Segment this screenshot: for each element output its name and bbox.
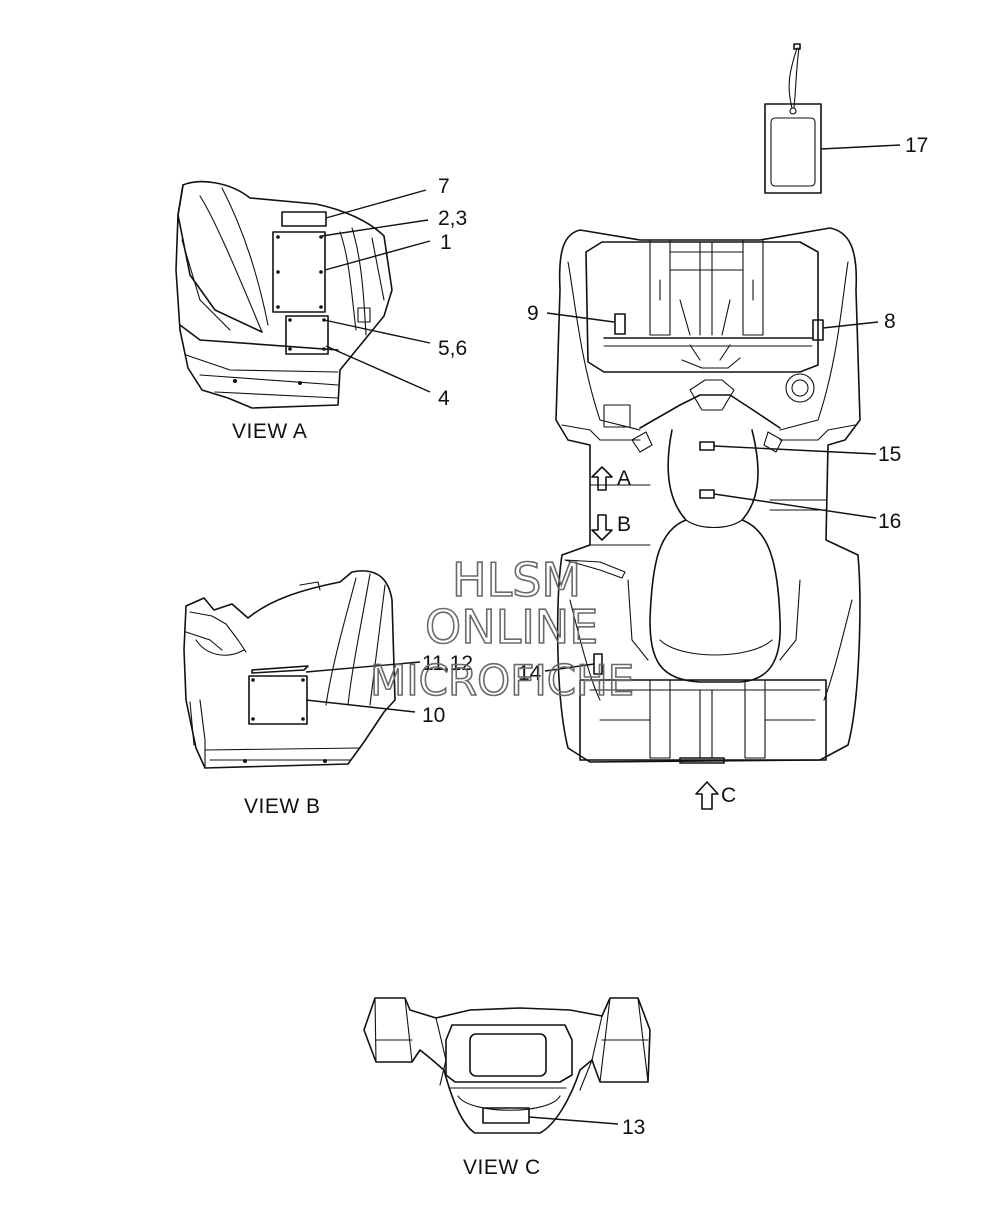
label-13 xyxy=(482,1107,530,1124)
hang-tag-17 xyxy=(764,43,901,194)
watermark: HLSM ONLINE MICROFICHE xyxy=(369,552,635,706)
callout-13: 13 xyxy=(622,1116,645,1139)
label-15 xyxy=(699,441,715,451)
callout-15: 15 xyxy=(878,443,901,466)
callout-11-12: 11,12 xyxy=(422,652,473,675)
label-11-12 xyxy=(251,665,309,674)
callout-16: 16 xyxy=(878,510,901,533)
callout-1: 1 xyxy=(440,231,452,254)
view-b-caption: VIEW B xyxy=(244,795,321,818)
atv-top-view xyxy=(544,227,879,764)
label-7 xyxy=(281,211,327,227)
callout-10: 10 xyxy=(422,704,445,727)
label-10 xyxy=(248,675,308,725)
arrow-down-b-icon xyxy=(591,514,613,541)
label-4 xyxy=(285,315,329,355)
callout-4: 4 xyxy=(438,387,450,410)
label-16 xyxy=(699,489,715,499)
view-a-drawing xyxy=(175,180,431,409)
callout-7: 7 xyxy=(438,175,450,198)
callout-2-3: 2,3 xyxy=(438,207,467,230)
label-8 xyxy=(812,319,824,341)
arrow-up-c-icon xyxy=(695,781,719,810)
callout-17: 17 xyxy=(905,134,928,157)
view-c-drawing xyxy=(363,997,651,1134)
callout-14: 14 xyxy=(518,662,542,685)
view-b-drawing xyxy=(183,570,421,769)
direction-a: A xyxy=(617,467,631,490)
callout-8: 8 xyxy=(884,310,896,333)
view-c-caption: VIEW C xyxy=(463,1156,541,1179)
watermark-line-1: HLSM xyxy=(452,553,581,607)
label-1 xyxy=(272,231,326,313)
view-a-caption: VIEW A xyxy=(232,420,307,443)
callout-5-6: 5,6 xyxy=(438,337,467,360)
direction-b: B xyxy=(617,513,631,536)
watermark-line-3: MICROFICHE xyxy=(370,656,634,705)
label-9 xyxy=(614,313,626,335)
arrow-up-a-icon xyxy=(591,466,613,491)
callout-9: 9 xyxy=(527,302,539,325)
direction-c: C xyxy=(721,784,736,807)
watermark-line-2: ONLINE xyxy=(425,600,598,654)
